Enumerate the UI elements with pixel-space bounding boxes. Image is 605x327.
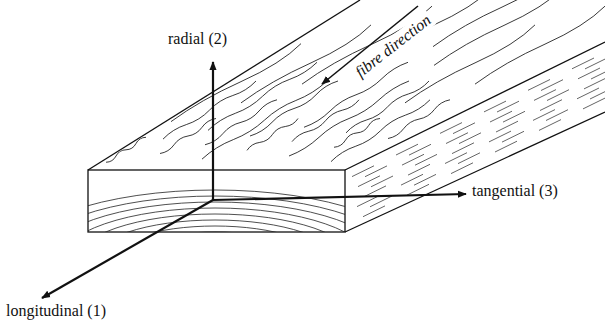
grain-stroke	[572, 58, 594, 69]
grain-stroke	[205, 100, 277, 145]
grain-stroke	[88, 214, 345, 232]
grain-stroke	[528, 80, 550, 91]
grain-stroke	[396, 144, 418, 155]
grain-stroke	[547, 90, 569, 101]
grain-stroke	[88, 196, 345, 232]
axes	[42, 6, 466, 298]
grain-stroke	[452, 143, 474, 154]
grain-stroke	[415, 154, 437, 165]
grain-stroke	[363, 206, 385, 217]
grain-stroke	[489, 131, 511, 142]
grain-stroke	[495, 141, 517, 152]
grain-stroke	[365, 166, 387, 177]
grain-stroke	[292, 100, 359, 142]
grain-stroke	[496, 121, 518, 132]
grain-stroke	[414, 174, 436, 185]
grain-stroke	[433, 0, 563, 47]
grain-stroke	[539, 120, 561, 131]
grain-stroke	[352, 166, 374, 177]
grain-stroke	[475, 6, 605, 84]
grain-stroke	[534, 90, 556, 101]
grain-stroke	[370, 196, 392, 207]
grain-stroke	[585, 58, 605, 69]
grain-stroke	[590, 88, 605, 99]
grain-stroke	[88, 202, 345, 232]
grain-stroke	[577, 88, 599, 99]
grain-stroke	[358, 176, 380, 187]
grain-stroke	[241, 25, 371, 103]
axis-label: fibre direction	[350, 10, 436, 83]
grain-stroke	[497, 101, 519, 112]
longitudinal-axis	[42, 200, 213, 298]
grain-stroke	[371, 176, 393, 187]
grain-lines	[106, 0, 605, 162]
grain-stroke	[440, 123, 462, 134]
axis-label: longitudinal (1)	[4, 302, 108, 320]
grain-stroke	[445, 153, 467, 164]
grain-stroke	[540, 100, 562, 111]
grain-stroke	[331, 100, 430, 162]
grain-stroke	[160, 119, 216, 154]
grain-stroke	[451, 163, 473, 174]
grain-stroke	[453, 123, 475, 134]
side-grain	[352, 58, 605, 217]
grain-stroke	[541, 80, 563, 91]
grain-stroke	[91, 220, 339, 232]
axis-label: tangential (3)	[470, 182, 560, 200]
grain-stroke	[202, 81, 327, 159]
grain-stroke	[247, 119, 298, 151]
grain-stroke	[401, 174, 423, 185]
grain-stroke	[88, 208, 345, 232]
grain-stroke	[208, 62, 317, 130]
grain-stroke	[459, 133, 481, 144]
grain-stroke	[458, 153, 480, 164]
grain-stroke	[250, 81, 338, 136]
grain-stroke	[446, 133, 468, 144]
grain-stroke	[591, 68, 605, 79]
grain-stroke	[106, 137, 146, 162]
grain-stroke	[584, 78, 605, 89]
axis-label: radial (2)	[166, 30, 229, 48]
tangential-axis	[213, 194, 466, 200]
radial-axis	[212, 62, 214, 200]
grain-stroke	[405, 25, 535, 103]
grain-stroke	[546, 110, 568, 121]
grain-stroke	[533, 110, 555, 121]
grain-stroke	[502, 131, 524, 142]
grain-stroke	[490, 111, 512, 122]
grain-stroke	[409, 144, 431, 155]
grain-stroke	[408, 164, 430, 175]
grain-stroke	[578, 68, 600, 79]
board-outline	[88, 0, 605, 232]
grain-stroke	[583, 98, 605, 109]
grain-stroke	[334, 119, 380, 148]
grain-stroke	[434, 0, 564, 65]
grain-stroke	[289, 81, 409, 156]
grain-stroke	[503, 111, 525, 122]
grain-stroke	[484, 101, 506, 112]
end-grain	[88, 190, 345, 232]
grain-stroke	[407, 184, 429, 195]
grain-stroke	[402, 154, 424, 165]
grain-stroke	[88, 190, 345, 232]
